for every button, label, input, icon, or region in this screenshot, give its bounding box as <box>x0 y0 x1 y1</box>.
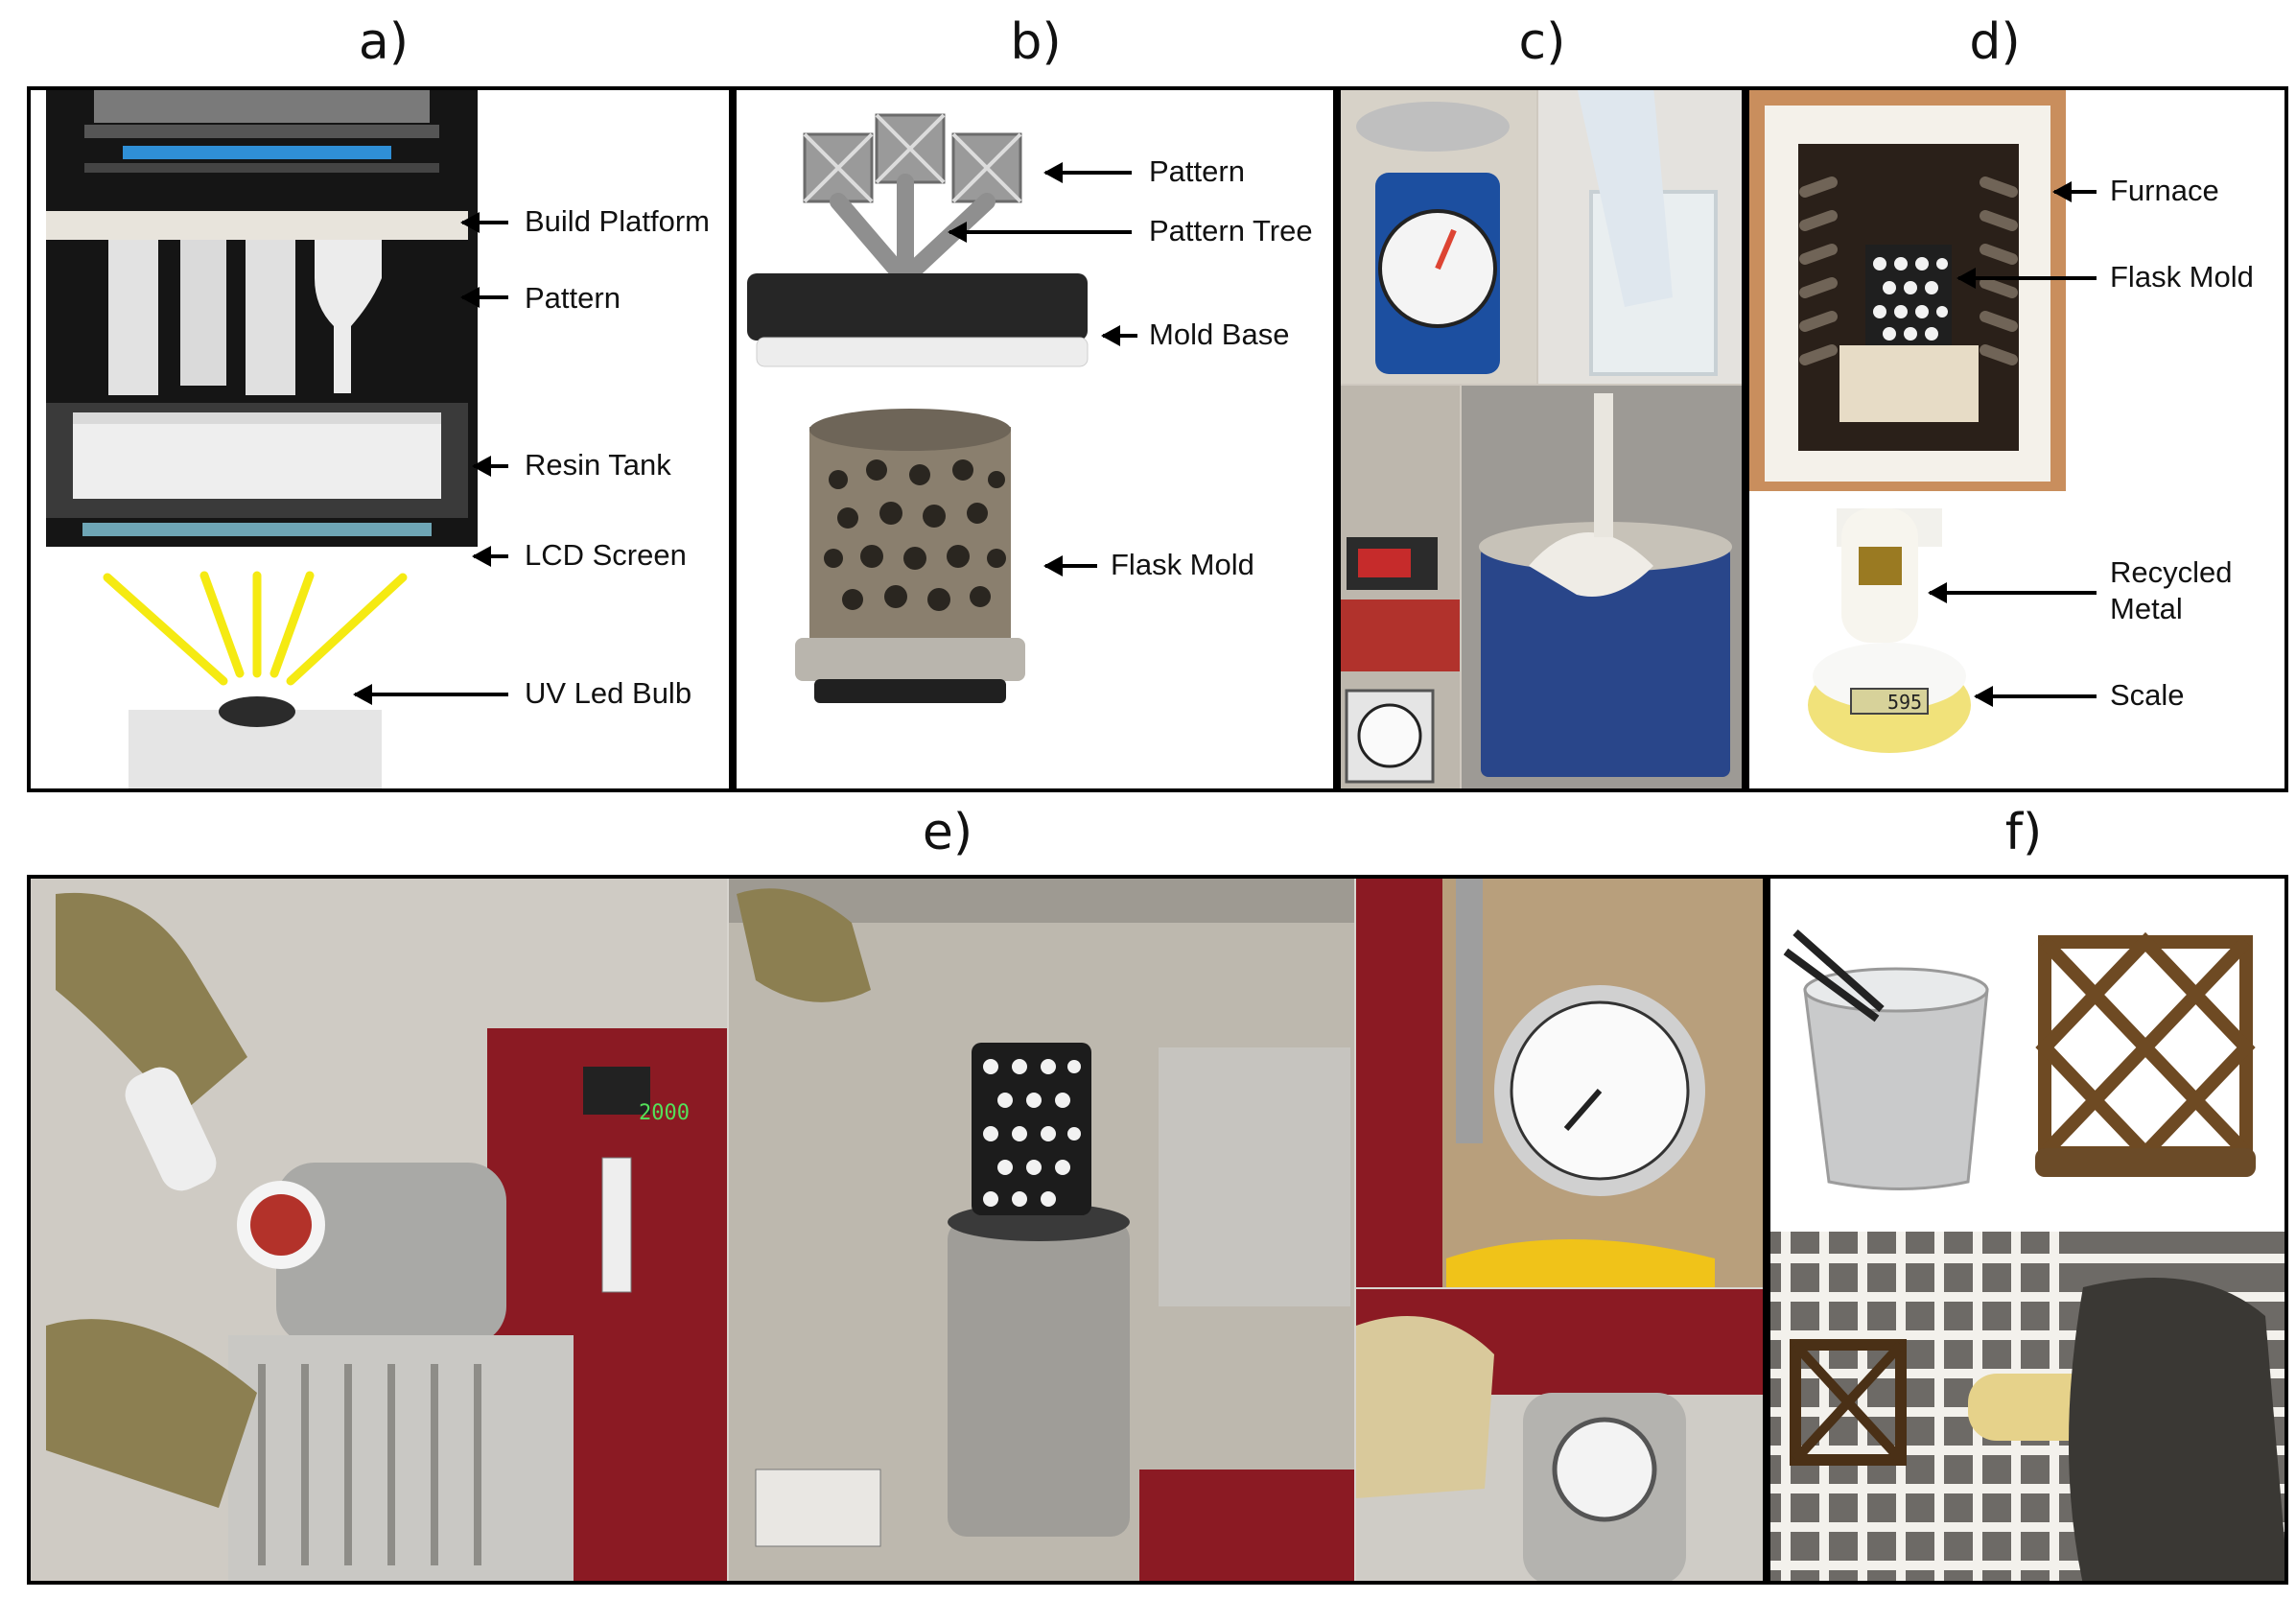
build-platform <box>46 211 468 240</box>
printer-illustration <box>46 90 478 788</box>
pattern-tree-illustration <box>747 113 1089 703</box>
label-pattern-a: Pattern <box>525 281 621 315</box>
casting-machine-photos <box>31 879 1763 1581</box>
panel-d: 595 Furnace Flask Mold Recycled Metal Sc… <box>1745 86 2288 792</box>
build-platform-arrow <box>460 212 508 233</box>
panel-letter-f: f) <box>2004 804 2043 861</box>
scale-arrow <box>1974 686 2097 707</box>
panel-b: Pattern Pattern Tree Mold Base Flask Mol… <box>733 86 1337 792</box>
label-flask-mold-d: Flask Mold <box>2110 260 2254 294</box>
uv-led-bulb-arrow <box>353 684 508 705</box>
panel-letter-a: a) <box>358 13 410 71</box>
mold-base-arrow <box>1101 325 1137 346</box>
pattern-arrow-b <box>1043 162 1132 183</box>
panel-f <box>1767 875 2288 1585</box>
scale-display: 595 <box>1886 691 1923 714</box>
label-build-platform: Build Platform <box>525 204 710 238</box>
flask-mold-arrow-d <box>1956 268 2097 289</box>
furnace-arrow <box>2052 181 2097 202</box>
lcd-screen-arrow <box>472 546 508 567</box>
recycled-metal-arrow <box>1928 582 2097 603</box>
label-scale: Scale <box>2110 678 2185 712</box>
furnace-illustration <box>1749 90 2066 753</box>
label-flask-mold-b: Flask Mold <box>1111 548 1254 581</box>
label-recycled-metal-2: Metal <box>2110 592 2183 625</box>
controller-display: 2000 <box>639 1101 690 1125</box>
panel-letter-b: b) <box>1010 13 1062 71</box>
panel-letter-e: e) <box>922 804 973 861</box>
panel-letter-c: c) <box>1518 13 1566 71</box>
panel-e: 2000 <box>27 875 1767 1585</box>
panel-c <box>1337 86 1745 792</box>
label-uv-led-bulb: UV Led Bulb <box>525 676 692 710</box>
label-pattern-tree: Pattern Tree <box>1149 214 1313 247</box>
label-mold-base: Mold Base <box>1149 317 1290 351</box>
label-furnace: Furnace <box>2110 174 2219 207</box>
label-pattern-b: Pattern <box>1149 154 1245 188</box>
panel-a: Build Platform Pattern Resin Tank LCD Sc… <box>27 86 733 792</box>
uv-led-bulb <box>219 696 295 727</box>
pattern-arrow <box>460 287 508 308</box>
label-lcd-screen: LCD Screen <box>525 538 687 572</box>
pattern-tree-arrow <box>948 222 1132 243</box>
finished-casting-photos <box>1770 879 2284 1581</box>
panel-letter-d: d) <box>1969 13 2021 71</box>
investment-prep-photos <box>1341 90 1742 788</box>
flask-holes <box>824 459 1006 611</box>
resin-tank-arrow <box>472 456 508 477</box>
flask-mold-arrow <box>1043 555 1097 576</box>
label-resin-tank: Resin Tank <box>525 448 671 482</box>
label-recycled-metal-1: Recycled <box>2110 555 2233 589</box>
lcd-screen <box>82 523 432 536</box>
uv-rays <box>103 571 408 686</box>
